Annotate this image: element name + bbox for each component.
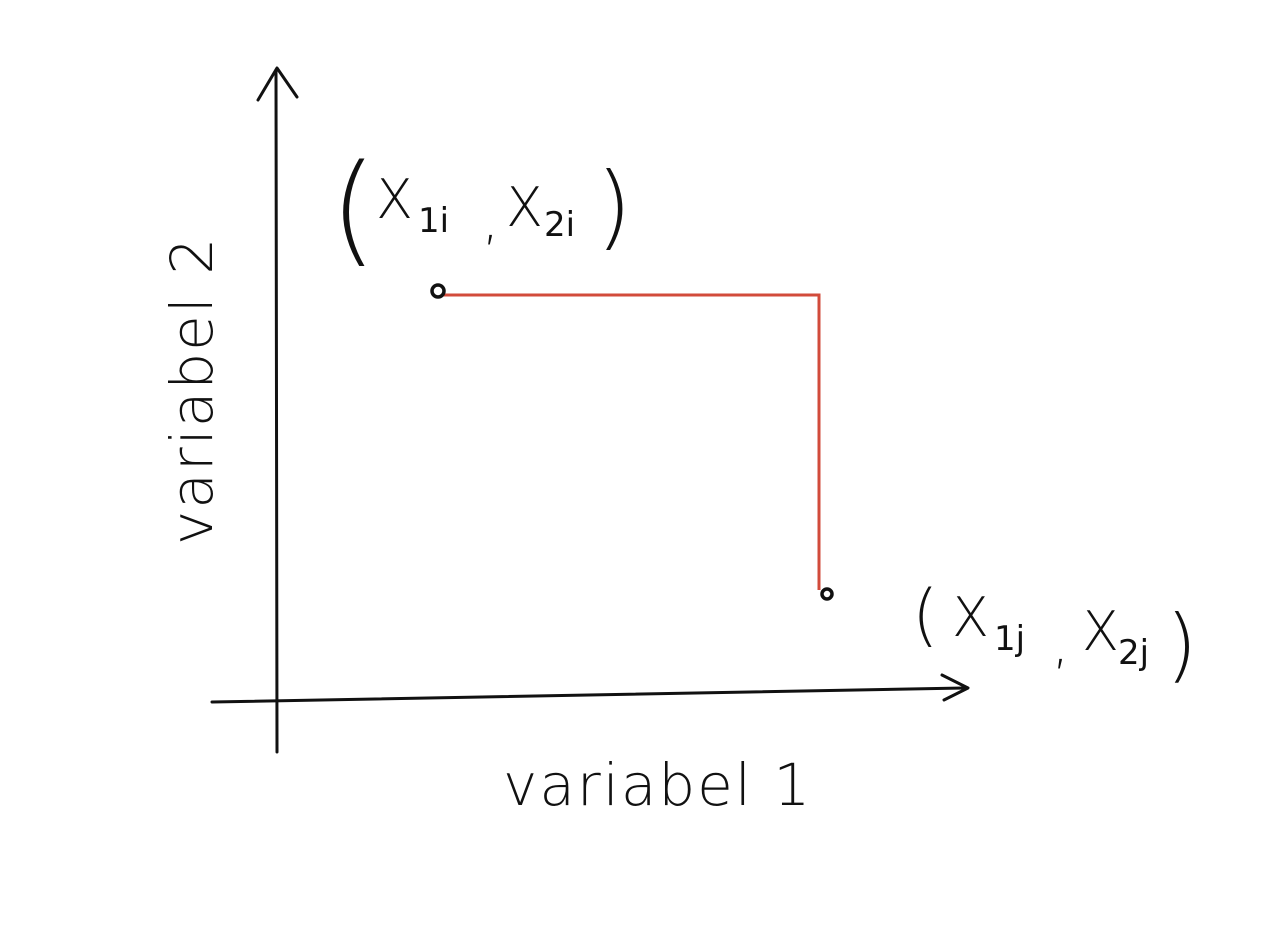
point-j-separator: , [1052,612,1069,675]
point-i-sub2: 2i [544,205,575,245]
point-j-var2: X [1082,600,1119,663]
point-i-open-paren: ( [330,140,377,279]
point-i-var1: X [376,168,413,231]
point-i-marker [430,283,446,299]
point-i-sub1: 1i [418,201,449,241]
point-j-close-paren: ) [1166,598,1197,691]
point-j-sub2: 2j [1118,633,1149,673]
point-i-close-paren: ) [596,153,632,260]
point-j-open-paren: ( [912,576,939,655]
point-j-var1: X [952,586,989,649]
point-i-separator: , [482,188,499,251]
x-axis-arrowhead [940,673,970,702]
x-axis [210,673,970,704]
y-axis [256,66,299,754]
point-j-sub1: 1j [994,619,1025,659]
point-j-marker [820,587,834,601]
x-axis-line [210,686,966,704]
x-axis-label: variabel 1 [503,751,812,819]
y-axis-line [274,68,279,754]
manhattan-distance-path [439,293,821,590]
y-axis-arrowhead [256,66,299,102]
point-i-var2: X [506,176,543,239]
point-i-label: ( X 1i , X 2i ) [330,140,632,279]
point-j-label: ( X 1j , X 2j ) [912,576,1197,691]
y-axis-label: variabel 2 [158,236,226,545]
